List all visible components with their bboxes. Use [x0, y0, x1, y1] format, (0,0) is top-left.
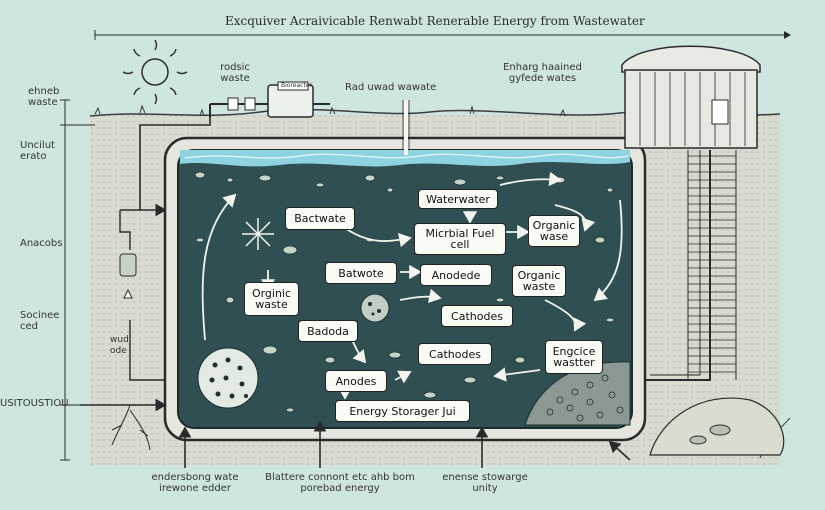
label-device-tag: Bioreactor [281, 82, 312, 89]
label-anacobs: Anacobs [20, 238, 63, 249]
label-ustitous: USITOUSTIOU [0, 398, 69, 409]
energy-spark-icon [242, 218, 274, 250]
bottom-arrows [178, 420, 631, 468]
box-organic-right: Organic wase [528, 215, 580, 247]
label-bottom-left: endersbong wate irewone edder [151, 472, 239, 494]
label-socinee: Socinee ced [20, 310, 60, 332]
box-cathodes-2: Cathodes [418, 343, 492, 365]
bacteria-cluster [360, 293, 390, 323]
diagram-title: Excquiver Acraivicable Renwabt Renerable… [225, 14, 645, 28]
box-energy-storage: Energy Storager Jui [335, 400, 470, 422]
water-surface [180, 150, 630, 167]
label-wud: wud ode [110, 335, 129, 356]
box-engcice-water: Engcice wastter [545, 340, 603, 374]
box-badoda: Badoda [298, 320, 358, 342]
box-organic-left: Orginic waste [244, 282, 299, 316]
storage-tower-body [624, 69, 758, 149]
box-cathodes-1: Cathodes [441, 305, 513, 327]
label-rad-uwad: Rad uwad wawate [345, 82, 437, 93]
box-anodede: Anodede [420, 264, 492, 286]
label-enharg: Enharg haained gyfede wates [503, 62, 582, 84]
label-unclut: Uncilut erato [20, 140, 62, 162]
label-bottom-middle: Blattere connont etc ahb bom porebad ene… [265, 472, 415, 494]
box-organic-mid-right: Organic waste [512, 265, 566, 297]
label-bottom-right: enense stowarge unity [442, 472, 528, 494]
label-ehneb: ehneb waste [28, 86, 60, 108]
box-microbial-fuel-cell: Micrbial Fuel cell [414, 223, 506, 255]
storage-tower-roof [621, 45, 761, 73]
box-wastewater: Waterwater [418, 189, 498, 209]
box-bactwate: Bactwate [285, 207, 355, 230]
roots [111, 404, 151, 451]
sun-icon [141, 58, 169, 86]
box-anodes: Anodes [325, 370, 387, 392]
left-sample-tube [119, 253, 137, 277]
box-batwote: Batwote [325, 262, 397, 284]
label-rodsic-waste: rodsic waste [220, 62, 250, 84]
